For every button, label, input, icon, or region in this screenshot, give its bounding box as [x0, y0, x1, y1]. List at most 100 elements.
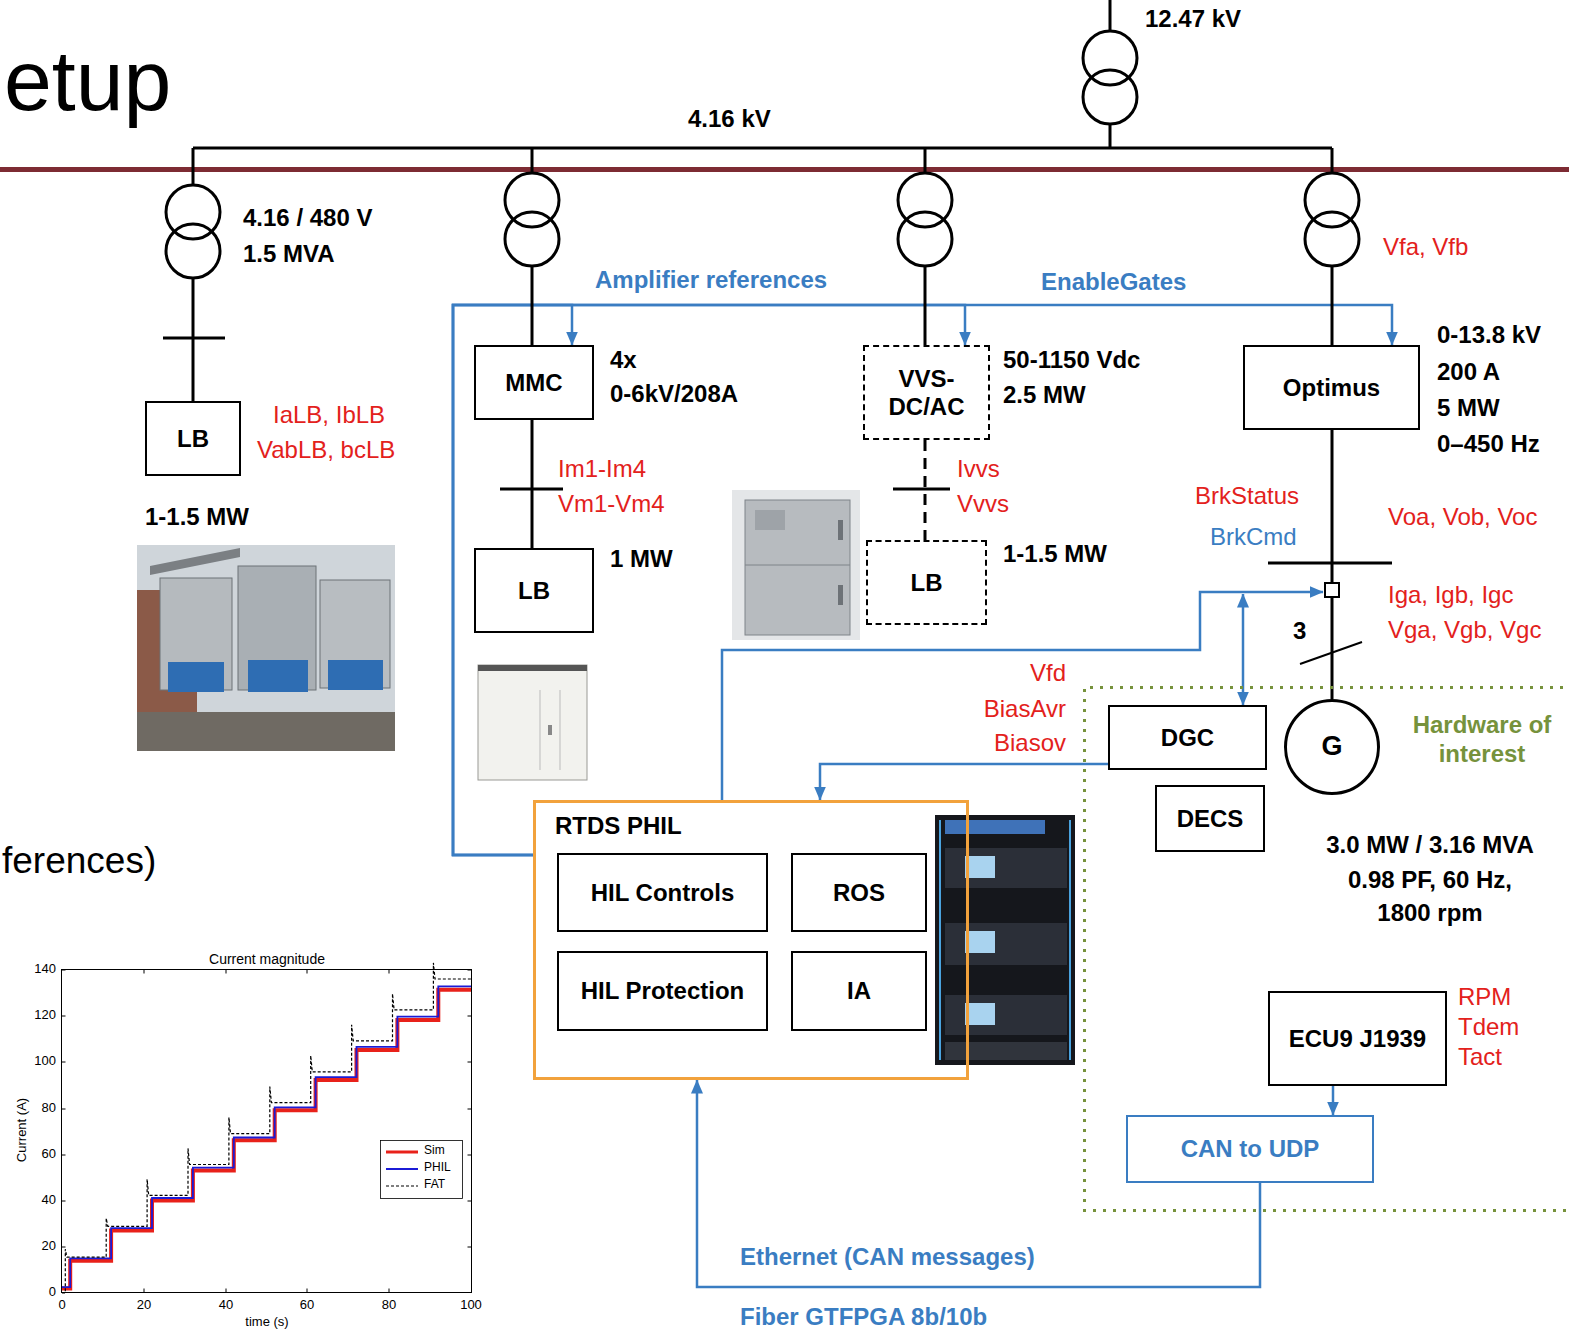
rating-label: 50-1150 Vdc: [1003, 346, 1140, 374]
engine-ecu-box: ECU9 J1939: [1268, 991, 1447, 1086]
container-photo: [478, 665, 587, 780]
simulator-rack-photo: [945, 995, 1067, 1035]
power-wiring: [893, 488, 950, 491]
node-label: CAN to UDP: [1181, 1135, 1320, 1163]
rating-label: 4.16 kV: [688, 105, 771, 133]
legend-sample: [386, 1168, 418, 1170]
chart-text: 60: [300, 1298, 314, 1313]
chart-axes: [468, 1016, 472, 1017]
node-label: HIL Controls: [591, 879, 735, 907]
node-label: G: [1321, 731, 1342, 762]
hardware-region: Hardware of interestDGCGDECSECU9 J1939CA…: [1083, 686, 1569, 1212]
power-wiring: [500, 488, 563, 491]
node-label: DECS: [1177, 805, 1244, 833]
container-photo: [478, 665, 587, 780]
rating-label: 1 MW: [610, 545, 673, 573]
chart-axes: [389, 970, 390, 974]
container-photo: [548, 725, 552, 735]
legend-sample: [386, 1185, 418, 1186]
node-label: LB: [911, 569, 943, 597]
simulator-rack-photo: [939, 820, 941, 1060]
cabinet-photo: [755, 510, 785, 530]
power-wiring: [1300, 642, 1362, 664]
load-bank-box: LB: [474, 548, 594, 633]
rating-label: 3: [1293, 617, 1306, 645]
legend-text: PHIL: [424, 1161, 451, 1175]
signal-name: Voa, Vob, Voc: [1388, 503, 1537, 531]
power-wiring: [1331, 148, 1334, 173]
rating-label: 1800 rpm: [1377, 899, 1482, 927]
chart-axes: [62, 1016, 66, 1017]
chart-axes: [62, 970, 472, 1293]
breaker-symbol: [1325, 583, 1339, 597]
rating-label: 1-1.5 MW: [1003, 540, 1107, 568]
signal-name: Tact: [1458, 1043, 1502, 1071]
connector-line: [697, 1080, 1260, 1287]
rating-label: 2.5 MW: [1003, 381, 1086, 409]
rating-label: 200 A: [1437, 358, 1500, 386]
connector-line: [820, 764, 1108, 800]
chart-text: 20: [42, 1239, 56, 1254]
node-label: Optimus: [1283, 374, 1380, 402]
power-wiring: [192, 148, 195, 185]
signal-name: Vfa, Vfb: [1383, 233, 1468, 261]
connector-line: [531, 420, 534, 548]
rating-label: 0-6kV/208A: [610, 380, 738, 408]
chart-text: 100: [460, 1298, 482, 1313]
power-wiring: [163, 337, 225, 340]
signal-name: BrkCmd: [1210, 523, 1297, 551]
node-label: DGC: [1161, 724, 1214, 752]
load-bank-photo: [137, 712, 395, 751]
chart-axes: [62, 1062, 66, 1063]
converter-box: MMC: [474, 345, 594, 420]
chart-text: 0: [49, 1285, 56, 1300]
power-wiring: [531, 266, 534, 345]
chart-text: time (s): [245, 1315, 288, 1330]
rating-label: 3.0 MW / 3.16 MVA: [1326, 831, 1534, 859]
power-wiring: [1331, 266, 1334, 345]
cabinet-photo: [838, 520, 843, 540]
load-bank-photo: [150, 548, 240, 575]
generator-circle: G: [1284, 699, 1380, 795]
gateway-box: CAN to UDP: [1126, 1115, 1374, 1183]
chart-axes: [62, 1247, 66, 1248]
node-label: MMC: [505, 369, 562, 397]
chart-text: 40: [42, 1193, 56, 1208]
node-label: VVS- DC/AC: [870, 365, 984, 420]
container-photo: [478, 665, 587, 671]
rating-label: 12.47 kV: [1145, 5, 1241, 33]
chart-axes: [62, 1155, 66, 1156]
power-wiring: [924, 266, 927, 345]
legend-sample: [386, 1151, 418, 1154]
chart-axes: [468, 1201, 472, 1202]
simulator-rack-photo: [935, 815, 1075, 1065]
function-box: HIL Controls: [557, 853, 768, 932]
chart-text: 20: [137, 1298, 151, 1313]
chart-axes: [468, 1109, 472, 1110]
region-outline: [1085, 688, 1569, 1211]
function-box: ROS: [791, 853, 927, 932]
chart-legend: [381, 1141, 463, 1199]
simulator-rack-photo: [965, 931, 995, 953]
node-label: ROS: [833, 879, 885, 907]
signal-name: Tdem: [1458, 1013, 1519, 1041]
chart-text: 80: [42, 1101, 56, 1116]
chart-axes: [62, 970, 472, 1293]
power-wiring: [166, 224, 220, 278]
chart-legend: [381, 1141, 463, 1199]
chart-axes: [144, 1289, 145, 1293]
power-wiring: [924, 148, 927, 173]
function-box: HIL Protection: [557, 951, 768, 1031]
chart-axes: [226, 970, 227, 974]
chart-text: 0: [58, 1298, 65, 1313]
signal-name: BiasAvr: [984, 695, 1066, 723]
signal-name: RPM: [1458, 983, 1511, 1011]
controller-box: DECS: [1155, 785, 1265, 852]
page-title: etup: [4, 37, 171, 123]
signal-name: BrkStatus: [1195, 482, 1299, 510]
chart-text: 120: [34, 1008, 56, 1023]
fat-series: [62, 963, 471, 1293]
legend-text: Sim: [424, 1144, 445, 1158]
generator-outline: [1286, 701, 1379, 794]
amplifier-box: Optimus: [1243, 345, 1420, 430]
